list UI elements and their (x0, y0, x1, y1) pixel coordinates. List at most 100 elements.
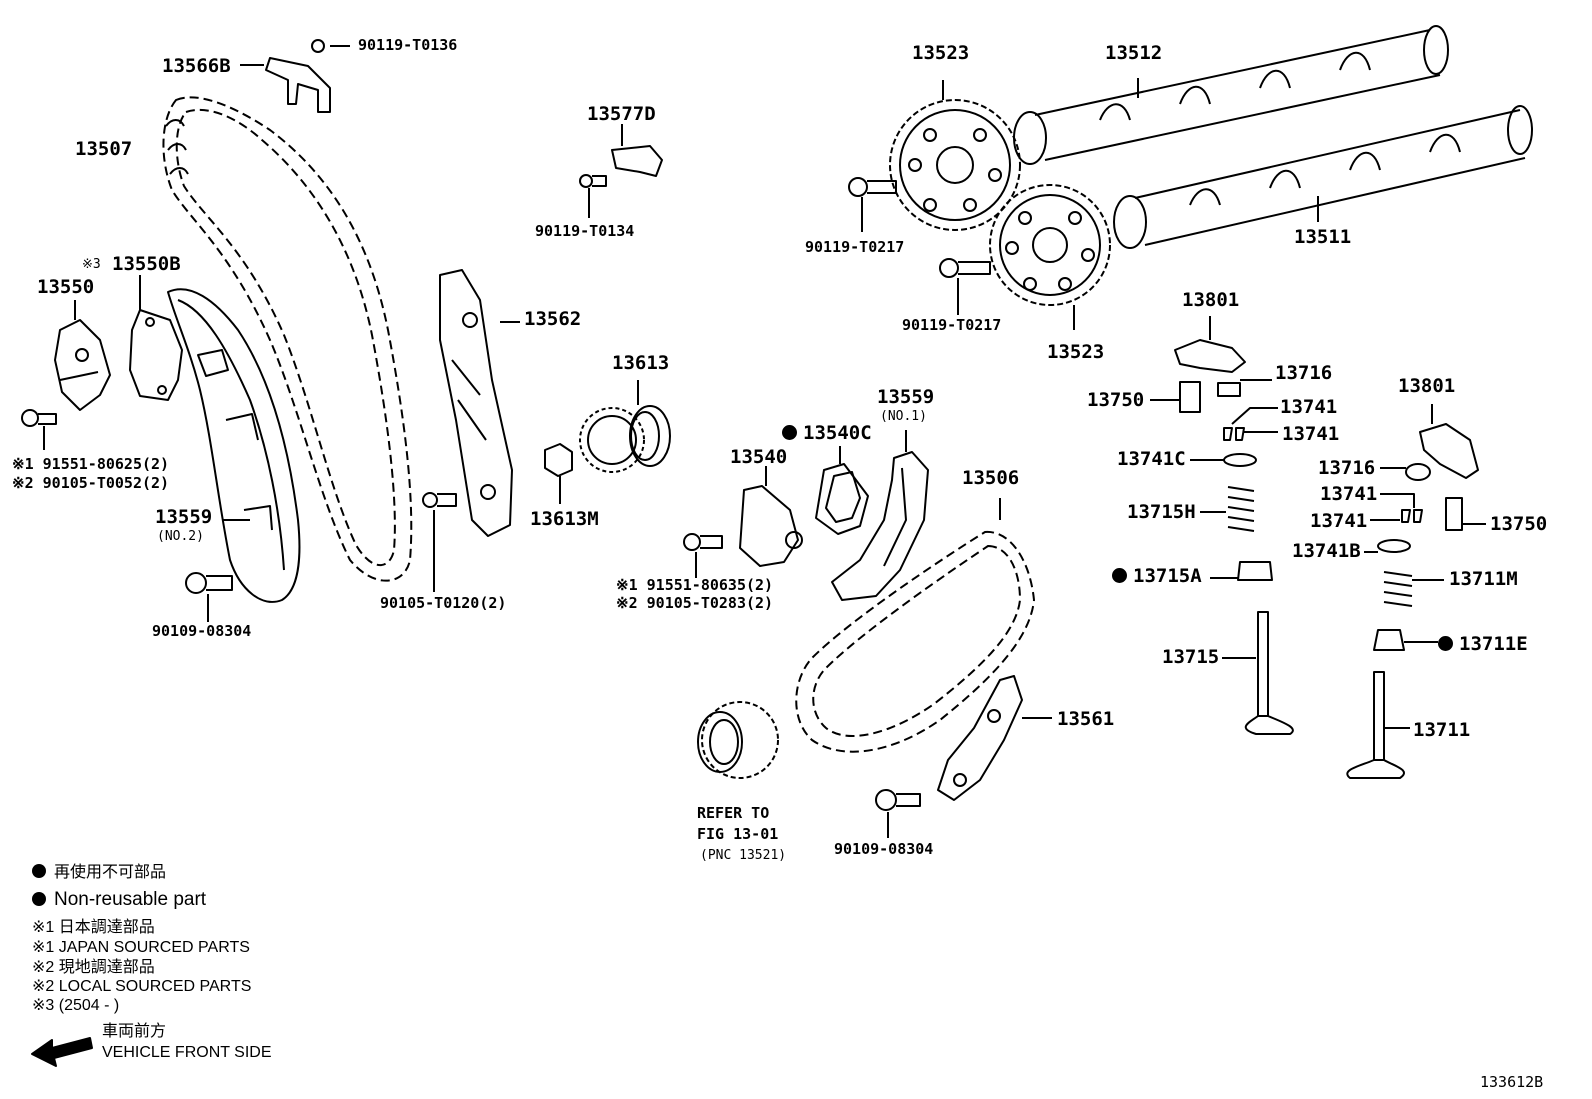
label-13715A-text: 13715A (1133, 565, 1202, 587)
legend-nonreusable-en-text: Non-reusable part (54, 889, 207, 910)
non-reusable-dot (1112, 568, 1127, 583)
label-13750-b[interactable]: 13750 (1490, 513, 1548, 535)
legend-nonreusable-jp: 再使用不可部品 (32, 864, 166, 881)
legend-nonreusable-en: Non-reusable part (32, 890, 206, 909)
label-13523-lower[interactable]: 13523 (1047, 341, 1105, 363)
label-13559-no1[interactable]: 13559 (877, 386, 935, 408)
bolt-90119-T0217-lower (939, 258, 991, 315)
legend-nonreusable-jp-text: 再使用不可部品 (54, 864, 167, 881)
label-13715[interactable]: 13715 (1162, 646, 1220, 668)
label-13550B[interactable]: 13550B (112, 253, 181, 275)
label-90119-T0217-lower[interactable]: 90119-T0217 (902, 316, 1002, 334)
label-13741-b[interactable]: 13741 (1282, 423, 1340, 445)
keepers-13741-b (1370, 493, 1423, 523)
label-90109-08304-right[interactable]: 90109-08304 (834, 840, 934, 858)
legend-front-en: VEHICLE FRONT SIDE (102, 1044, 272, 1061)
label-13711[interactable]: 13711 (1413, 719, 1471, 741)
chain-guide-13559-no1 (831, 430, 929, 601)
label-13523-upper[interactable]: 13523 (912, 42, 970, 64)
label-13741-c[interactable]: 13741 (1320, 483, 1378, 505)
label-13711E[interactable]: 13711E (1438, 635, 1528, 654)
label-13711M[interactable]: 13711M (1449, 568, 1518, 590)
label-13559-no1-sub: (NO.1) (880, 409, 927, 424)
label-13715A[interactable]: 13715A (1112, 567, 1202, 586)
chain-guide-13561 (937, 675, 1052, 801)
keepers-13741-a (1223, 407, 1278, 441)
label-13561[interactable]: 13561 (1057, 708, 1115, 730)
label-13741C[interactable]: 13741C (1117, 448, 1186, 470)
label-90109-08304-left[interactable]: 90109-08304 (152, 622, 252, 640)
label-13559-no2[interactable]: 13559 (155, 506, 213, 528)
label-13577D[interactable]: 13577D (587, 103, 656, 125)
label-91551-80625[interactable]: ※1 91551-80625(2) (12, 455, 170, 473)
label-13507[interactable]: 13507 (75, 138, 133, 160)
legend-m1-en: ※1 JAPAN SOURCED PARTS (32, 939, 250, 956)
label-13741-d[interactable]: 13741 (1310, 510, 1368, 532)
label-13750-a[interactable]: 13750 (1087, 389, 1145, 411)
non-reusable-dot (1438, 636, 1453, 651)
tensioner-13540 (739, 466, 803, 567)
label-13511[interactable]: 13511 (1294, 226, 1352, 248)
legend-dot (32, 864, 46, 878)
label-13540C[interactable]: 13540C (782, 424, 872, 443)
vehicle-front-arrow (31, 1037, 93, 1067)
label-90119-T0134[interactable]: 90119-T0134 (535, 222, 635, 240)
camshaft-13511 (1113, 105, 1533, 249)
cam-sprocket-13523-lower (989, 184, 1111, 330)
non-reusable-dot (782, 425, 797, 440)
gasket-13540C (815, 446, 869, 535)
crank-sprocket-13613 (579, 380, 671, 473)
seal-13711E (1373, 629, 1438, 651)
label-90105-T0283[interactable]: ※2 90105-T0283(2) (616, 594, 774, 612)
legend-front-jp: 車両前方 (102, 1023, 167, 1040)
bolt-90109-08304-right (875, 789, 921, 838)
label-90105-T0120[interactable]: 90105-T0120(2) (380, 594, 507, 612)
legend-m2-en: ※2 LOCAL SOURCED PARTS (32, 978, 252, 995)
label-13716-a[interactable]: 13716 (1275, 362, 1333, 384)
bolt-91551-80635 (683, 533, 723, 578)
cam-sprocket-13523-upper (889, 80, 1021, 231)
label-13506[interactable]: 13506 (962, 467, 1020, 489)
crank-sprocket-reference (697, 701, 779, 779)
retainer-13741C (1190, 453, 1257, 467)
label-13613[interactable]: 13613 (612, 352, 670, 374)
label-13562[interactable]: 13562 (524, 308, 582, 330)
cap-13716-a (1217, 379, 1272, 397)
label-13512[interactable]: 13512 (1105, 42, 1163, 64)
legend-m2-jp: ※2 現地調達部品 (32, 959, 155, 976)
label-90119-T0136[interactable]: 90119-T0136 (358, 36, 458, 54)
label-13715H[interactable]: 13715H (1127, 501, 1196, 523)
label-13540C-text: 13540C (803, 422, 872, 444)
label-13741B[interactable]: 13741B (1292, 540, 1361, 562)
label-90119-T0217-upper[interactable]: 90119-T0217 (805, 238, 905, 256)
bolt-90119-T0217-upper (848, 177, 897, 232)
label-13801-a[interactable]: 13801 (1182, 289, 1240, 311)
valve-13711 (1346, 671, 1410, 779)
label-13801-b[interactable]: 13801 (1398, 375, 1456, 397)
tensioner-plate-13550B (129, 275, 183, 401)
seal-13715A (1210, 561, 1273, 581)
refer-line-1: REFER TO (697, 804, 770, 822)
cap-13716-b (1380, 463, 1431, 481)
label-13550[interactable]: 13550 (37, 276, 95, 298)
legend-m3: ※3 (2504 - ) (32, 997, 120, 1014)
label-13613M[interactable]: 13613M (530, 508, 599, 530)
label-91551-80635[interactable]: ※1 91551-80635(2) (616, 576, 774, 594)
label-13741-a[interactable]: 13741 (1280, 396, 1338, 418)
bracket-13566B (240, 39, 350, 113)
rocker-arm-13801-a (1174, 316, 1246, 373)
label-13540[interactable]: 13540 (730, 446, 788, 468)
label-90105-T0052[interactable]: ※2 90105-T0052(2) (12, 474, 170, 492)
label-13566B[interactable]: 13566B (162, 55, 231, 77)
bolt-90109-08304-left (185, 519, 250, 622)
tensioner-13550 (54, 300, 111, 411)
label-13550B-note: ※3 (82, 257, 101, 272)
label-13716-b[interactable]: 13716 (1318, 457, 1376, 479)
spring-13715H (1200, 486, 1255, 532)
chain-guide-13562 (439, 269, 520, 537)
timing-chain-13506 (795, 498, 1035, 753)
legend-dot (32, 892, 46, 906)
lash-adjuster-13750-a (1150, 381, 1201, 413)
bolt-90119-T0134 (579, 174, 607, 218)
